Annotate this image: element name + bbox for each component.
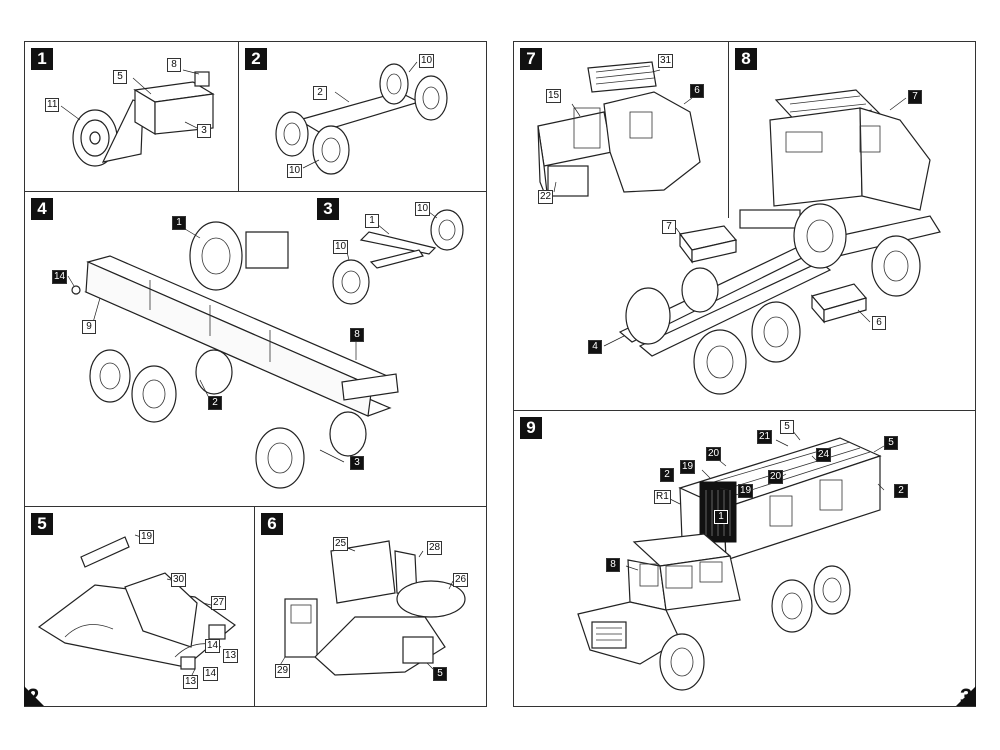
step-2-panel: 2 10 2 10 (238, 41, 487, 192)
step-8-callout-6: 6 (872, 316, 886, 330)
step-9-callout-R1: R1 (654, 490, 671, 504)
step-5-drawing (37, 534, 236, 678)
step-8-badge: 8 (735, 48, 757, 70)
step-3-drawing (332, 209, 464, 305)
step-4-callout-9: 9 (82, 320, 96, 334)
step-8-callout-4: 4 (588, 340, 602, 354)
step-7-badge: 7 (520, 48, 542, 70)
wheel-lower-drawing (332, 259, 370, 305)
step-6-callout-5: 5 (433, 667, 447, 681)
fender-right-drawing (396, 580, 466, 618)
step-6-callout-28: 28 (427, 541, 443, 555)
wheel-upper-drawing (430, 209, 464, 251)
step-1-panel: 1 8 5 11 3 (24, 41, 239, 192)
step-5-callout-14-upper: 14 (205, 639, 221, 653)
step-6-callout-25: 25 (333, 537, 349, 551)
step-4-callout-3: 3 (350, 456, 364, 470)
step-4-callout-1: 1 (172, 216, 186, 230)
step-9-callout-19-lower: 19 (738, 484, 754, 498)
windscreen-frame-drawing (330, 540, 396, 604)
step-6-callout-26: 26 (453, 573, 469, 587)
step-7-callout-31: 31 (658, 54, 674, 68)
step-9-callout-1: 1 (714, 510, 728, 524)
right-page-number: 3 (960, 684, 973, 709)
door-panel-drawing (284, 598, 318, 658)
step-5-callout-27: 27 (211, 596, 227, 610)
step-5-callout-30: 30 (171, 573, 187, 587)
step-6-panel: 6 25 28 26 29 5 (254, 506, 487, 707)
step-5-badge: 5 (31, 513, 53, 535)
step-6-callout-29: 29 (275, 664, 291, 678)
step-7-panel: 7 31 6 15 22 (513, 41, 729, 219)
step-8-panel: 8 (728, 41, 976, 219)
step-2-badge: 2 (245, 48, 267, 70)
step-3-callout-1: 1 (365, 214, 379, 228)
step-9-callout-20-top: 20 (706, 447, 722, 461)
step-4-callout-2: 2 (208, 396, 222, 410)
step-9-callout-20-middle: 20 (768, 470, 784, 484)
step-7-callout-15: 15 (546, 89, 562, 103)
step-4-panel-extension (310, 319, 487, 507)
step-5-panel: 5 19 30 27 14 13 13 14 (24, 506, 255, 707)
step-7-callout-6: 6 (690, 84, 704, 98)
step-3-badge: 3 (317, 198, 339, 220)
step-1-callout-8: 8 (167, 58, 181, 72)
step-7-callout-22: 22 (538, 190, 554, 204)
step-5-callout-14-bottom: 14 (203, 667, 219, 681)
step-9-callout-2-left: 2 (660, 468, 674, 482)
step-8-callout-7-cab: 7 (908, 90, 922, 104)
step-2-callout-2: 2 (313, 86, 327, 100)
step-1-drawing (60, 69, 215, 167)
axle-part-drawing (359, 231, 437, 255)
hood-panel-drawing (80, 536, 130, 568)
step-8-panel-extension (513, 218, 976, 411)
step-9-callout-2-right: 2 (894, 484, 908, 498)
step-5-callout-13-bottom: 13 (183, 675, 199, 689)
step-4-callout-8: 8 (350, 328, 364, 342)
step-3-callout-10-upper: 10 (415, 202, 431, 216)
step-9-callout-8: 8 (606, 558, 620, 572)
step-3-callout-10-lower: 10 (333, 240, 349, 254)
step-6-drawing (278, 540, 466, 676)
step-2-callout-10-top: 10 (419, 54, 435, 68)
step-9-callout-5-top: 5 (780, 420, 794, 434)
rear-cab-panel-drawing (573, 107, 601, 149)
wheel-front-left-drawing (275, 111, 309, 157)
wheel-drawing (72, 109, 118, 167)
left-page-number: 2 (27, 684, 40, 709)
wheel-front-right-drawing (312, 125, 350, 175)
step-9-badge: 9 (520, 417, 542, 439)
step-2-callout-10-bottom: 10 (287, 164, 303, 178)
step-8-callout-7-battery: 7 (662, 220, 676, 234)
step-9-callout-5-right: 5 (884, 436, 898, 450)
step-4-panel: 4 (24, 191, 311, 507)
wheel-rear-right-drawing (414, 75, 448, 121)
step-5-callout-19: 19 (139, 530, 155, 544)
wheel-rear-top-drawing (379, 63, 409, 105)
step-4-callout-14: 14 (52, 270, 68, 284)
step-1-callout-5: 5 (113, 70, 127, 84)
cab-body-drawing (603, 91, 701, 193)
radiator-grille-drawing (402, 636, 434, 664)
tank-cap-drawing (194, 71, 210, 87)
step-2-drawing (275, 61, 448, 175)
step-9-panel: 9 (513, 410, 976, 707)
step-3-panel: 3 1 10 10 (310, 191, 487, 320)
step-6-badge: 6 (261, 513, 283, 535)
step-1-badge: 1 (31, 48, 53, 70)
cab-roof-drawing (587, 61, 657, 93)
step-9-callout-21: 21 (757, 430, 773, 444)
step-5-callout-13-right: 13 (223, 649, 239, 663)
step-9-callout-24: 24 (816, 448, 832, 462)
step-1-callout-3: 3 (197, 124, 211, 138)
step-4-badge: 4 (31, 198, 53, 220)
step-9-callout-19-top: 19 (680, 460, 696, 474)
engine-cover-drawing (124, 572, 198, 648)
step-1-callout-11: 11 (45, 98, 60, 112)
